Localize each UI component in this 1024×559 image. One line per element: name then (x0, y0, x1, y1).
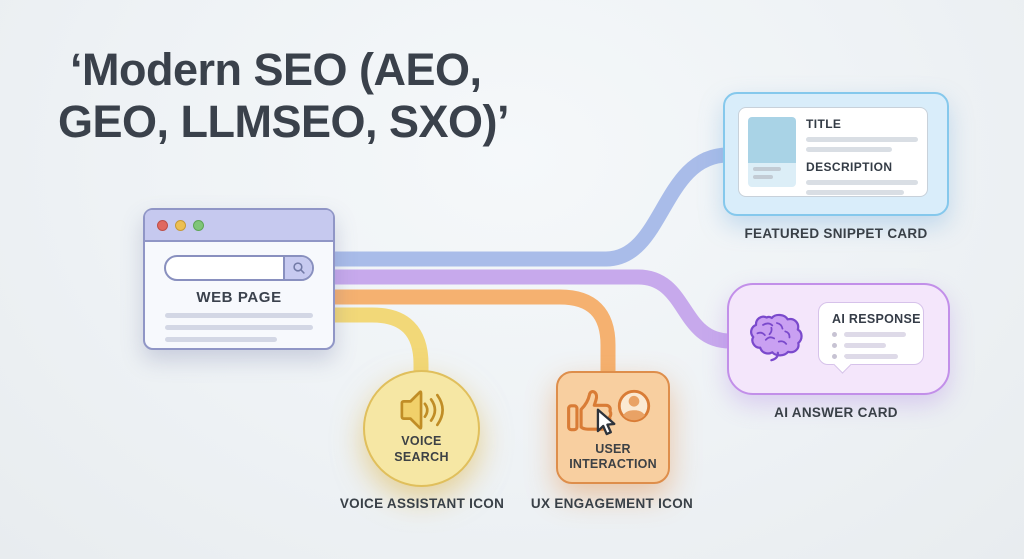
text-line-placeholder (165, 325, 313, 330)
ai-response-label: AI RESPONSE (832, 312, 921, 326)
response-line (832, 343, 923, 348)
browser-titlebar (145, 210, 333, 242)
text-line-placeholder (844, 343, 886, 348)
mouse-pointer-icon (594, 408, 618, 438)
bullet-dot (832, 354, 837, 359)
speaker-icon (394, 387, 450, 433)
ux-label-line1: USER (595, 441, 631, 456)
snippet-description-label: DESCRIPTION (806, 160, 893, 174)
search-bar (164, 255, 314, 281)
connector-to-ai-answer (333, 269, 731, 349)
web-page-window: WEB PAGE (143, 208, 335, 350)
text-line-placeholder (806, 180, 918, 185)
response-line (832, 354, 923, 359)
web-page-label: WEB PAGE (196, 289, 282, 306)
user-interaction-node: USER INTERACTION (556, 371, 670, 484)
ai-answer-caption: AI ANSWER CARD (774, 405, 898, 420)
search-button (283, 257, 312, 279)
snippet-result-panel: TITLE DESCRIPTION (738, 107, 928, 197)
text-line-placeholder (753, 167, 781, 171)
voice-search-node: VOICE SEARCH (363, 370, 480, 487)
connector-to-user-interaction (333, 289, 616, 374)
page-title-line1: ‘Modern SEO (AEO, (70, 44, 482, 95)
user-interaction-label: USER INTERACTION (558, 442, 668, 473)
snippet-thumbnail (748, 117, 796, 187)
response-line (832, 332, 923, 337)
bullet-dot (832, 343, 837, 348)
text-line-placeholder (844, 354, 898, 359)
text-line-placeholder (165, 337, 277, 342)
connector-to-voice-search (333, 307, 429, 373)
page-title-line2: GEO, LLMSEO, SXO)’ (58, 96, 510, 148)
voice-label-line1: VOICE (401, 434, 442, 448)
text-line-placeholder (165, 313, 313, 318)
text-line-placeholder (806, 190, 904, 195)
text-line-placeholder (806, 147, 892, 152)
text-line-placeholder (806, 137, 918, 142)
search-input (166, 257, 283, 279)
featured-snippet-card: TITLE DESCRIPTION (723, 92, 949, 216)
ux-label-line2: INTERACTION (569, 457, 657, 472)
traffic-light-yellow-icon (175, 219, 186, 231)
snippet-text-column: TITLE DESCRIPTION (806, 117, 918, 195)
voice-assistant-caption: VOICE ASSISTANT ICON (339, 496, 505, 511)
ai-response-bubble: AI RESPONSE (818, 302, 924, 365)
connector-to-featured-snippet (333, 147, 729, 267)
thumbnail-caption-area (748, 163, 796, 187)
web-page-text-lines (145, 306, 333, 342)
traffic-light-red-icon (157, 219, 168, 231)
bullet-dot (832, 332, 837, 337)
traffic-light-green-icon (193, 219, 204, 231)
text-line-placeholder (844, 332, 906, 337)
featured-snippet-caption: FEATURED SNIPPET CARD (744, 226, 928, 241)
page-title: ‘Modern SEO (AEO, GEO, LLMSEO, SXO)’ (58, 44, 638, 148)
voice-search-label: VOICE SEARCH (394, 434, 449, 465)
thumbnail-image-area (748, 117, 796, 163)
ux-engagement-caption: UX ENGAGEMENT ICON (530, 496, 694, 511)
snippet-title-label: TITLE (806, 117, 842, 131)
brain-icon (746, 311, 806, 363)
search-icon (292, 262, 305, 274)
ai-answer-card: AI RESPONSE (727, 283, 950, 395)
person-avatar-icon (615, 387, 653, 425)
text-line-placeholder (753, 175, 773, 179)
voice-label-line2: SEARCH (394, 449, 449, 464)
